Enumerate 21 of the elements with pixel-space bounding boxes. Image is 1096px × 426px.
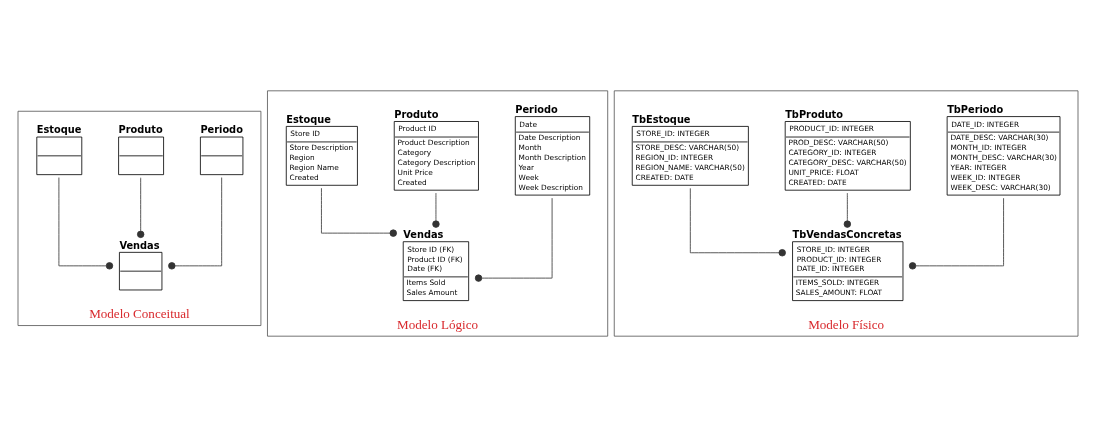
node-label: Periodo <box>200 123 243 135</box>
node-label: TbEstoque <box>632 113 691 125</box>
node-label: Produto <box>118 123 163 135</box>
node-label: Produto <box>394 108 439 120</box>
node-label: Vendas <box>119 239 160 251</box>
connector <box>321 187 397 237</box>
node-label: TbVendasConcretas <box>792 228 902 240</box>
connector <box>689 187 786 256</box>
connector <box>908 197 1004 270</box>
node-label: TbProduto <box>785 108 844 120</box>
node-label: TbPeriodo <box>947 103 1004 115</box>
node-label: Periodo <box>515 103 558 115</box>
connector <box>843 192 852 228</box>
connector <box>168 176 223 270</box>
node-label: Estoque <box>286 113 331 125</box>
connector <box>474 197 553 282</box>
connector <box>432 192 440 228</box>
connector <box>58 176 114 270</box>
connector <box>137 176 145 238</box>
node-label: Vendas <box>403 228 444 240</box>
node-label: Estoque <box>36 123 82 135</box>
